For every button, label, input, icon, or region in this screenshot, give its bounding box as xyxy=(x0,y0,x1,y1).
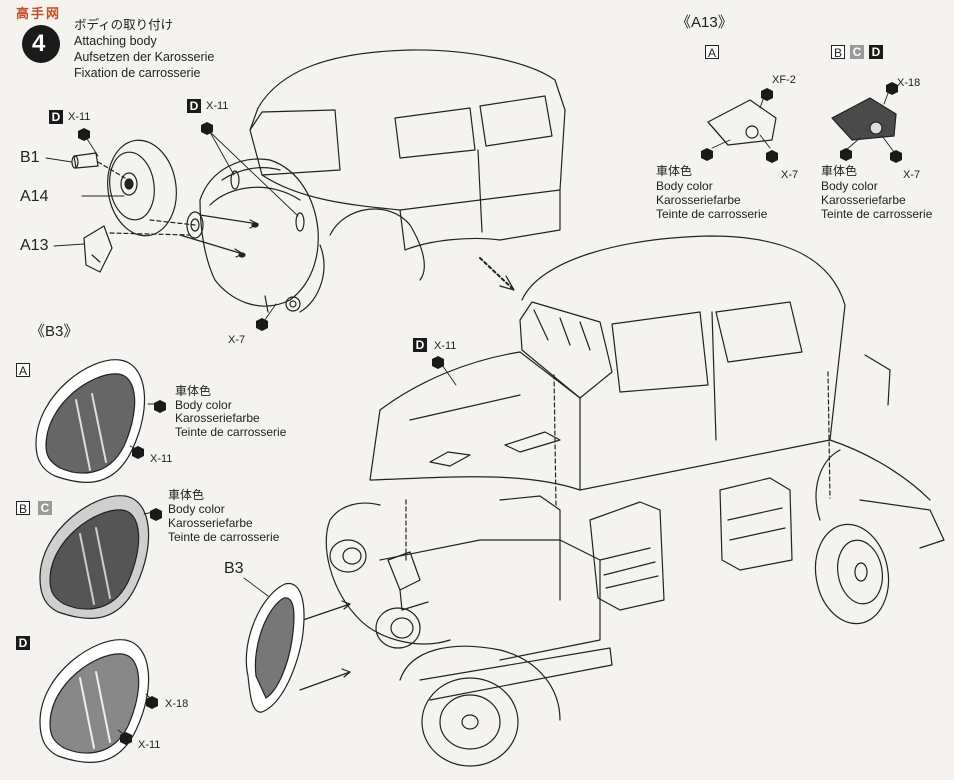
variant-d-box: D xyxy=(413,338,427,352)
b3-a-body-color-en: Body color xyxy=(175,398,232,412)
upper-body-drawing xyxy=(199,49,566,313)
variant-d-box: D xyxy=(869,45,883,59)
part-b1-label: B1 xyxy=(20,149,40,166)
a13-body-color-jp: 車体色 xyxy=(656,164,693,178)
a13-bcd-body-color-de: Karosseriefarbe xyxy=(821,193,906,207)
b3-a-body-color-jp: 車体色 xyxy=(175,384,212,398)
part-a13-label: A13 xyxy=(20,237,49,254)
b3-variant-d-box: D xyxy=(16,636,30,650)
b3-grille-main xyxy=(245,582,305,713)
variant-c-box: C xyxy=(850,45,864,59)
paint-x7-label: X-7 xyxy=(903,169,921,181)
step-badge xyxy=(22,25,60,63)
variant-d-box: D xyxy=(187,99,201,113)
variant-d-box: D xyxy=(49,110,63,124)
a13-body-color-fr: Teinte de carrosserie xyxy=(656,207,768,221)
b3-variant-d xyxy=(39,639,150,763)
b3-variant-c-box: C xyxy=(38,501,52,515)
leader-lines-upper xyxy=(45,131,299,325)
leader-lines-lower xyxy=(243,361,457,597)
b3-bc-body-color-fr: Teinte de carrosserie xyxy=(168,530,280,544)
paint-x18-label: X-18 xyxy=(897,77,921,89)
paint-x11-label: X-11 xyxy=(68,111,91,123)
part-a14-label: A14 xyxy=(20,188,49,205)
a13-bcd-body-color-en: Body color xyxy=(821,179,878,193)
a13-body-color-de: Karosseriefarbe xyxy=(656,193,741,207)
paint-x11-label: X-11 xyxy=(206,100,229,112)
paint-x7-label: X-7 xyxy=(781,169,799,181)
paint-x7-label: X-7 xyxy=(228,334,246,346)
main-body-drawing xyxy=(299,235,945,767)
step-title-jp: ボディの取り付け xyxy=(74,18,174,32)
paint-x11-label: X-11 xyxy=(150,453,173,465)
paint-x11-label: X-11 xyxy=(138,739,161,751)
a13-bcd-body-color-fr: Teinte de carrosserie xyxy=(821,207,933,221)
b3-bc-body-color-de: Karosseriefarbe xyxy=(168,516,253,530)
b3-bc-body-color-en: Body color xyxy=(168,502,225,516)
b3-detail-title: 《B3》 xyxy=(30,323,79,340)
b3-bc-body-color-jp: 車体色 xyxy=(168,488,205,502)
part-b3-label: B3 xyxy=(224,560,244,577)
a13-detail-title: 《A13》 xyxy=(676,14,733,31)
b3-variant-a-box: A xyxy=(16,363,30,378)
paint-markers xyxy=(78,82,902,745)
b3-a-body-color-de: Karosseriefarbe xyxy=(175,411,260,425)
paint-xf2-label: XF-2 xyxy=(772,74,796,86)
a13-bcd-body-color-jp: 車体色 xyxy=(821,164,858,178)
a13-body-color-en: Body color xyxy=(656,179,713,193)
step-title-en: Attaching body xyxy=(74,34,157,48)
step-number: 4 xyxy=(32,30,46,57)
paint-x18-label: X-18 xyxy=(165,698,189,710)
a13-bracket-drawing xyxy=(83,225,113,273)
variant-b-box: B xyxy=(831,45,845,60)
spare-wheel-drawing xyxy=(71,139,259,258)
b3-a-body-color-fr: Teinte de carrosserie xyxy=(175,425,287,439)
b3-variant-b-box: B xyxy=(16,501,30,516)
a13-detail-drawings xyxy=(707,87,897,153)
variant-a-box: A xyxy=(705,45,719,60)
paint-x11-label: X-11 xyxy=(434,340,457,352)
step-title-fr: Fixation de carrosserie xyxy=(74,66,201,80)
step-title-de: Aufsetzen der Karosserie xyxy=(74,50,215,64)
watermark: 高手网 xyxy=(16,6,62,21)
b3-variant-bc xyxy=(39,495,150,619)
b3-variant-a xyxy=(35,359,145,483)
